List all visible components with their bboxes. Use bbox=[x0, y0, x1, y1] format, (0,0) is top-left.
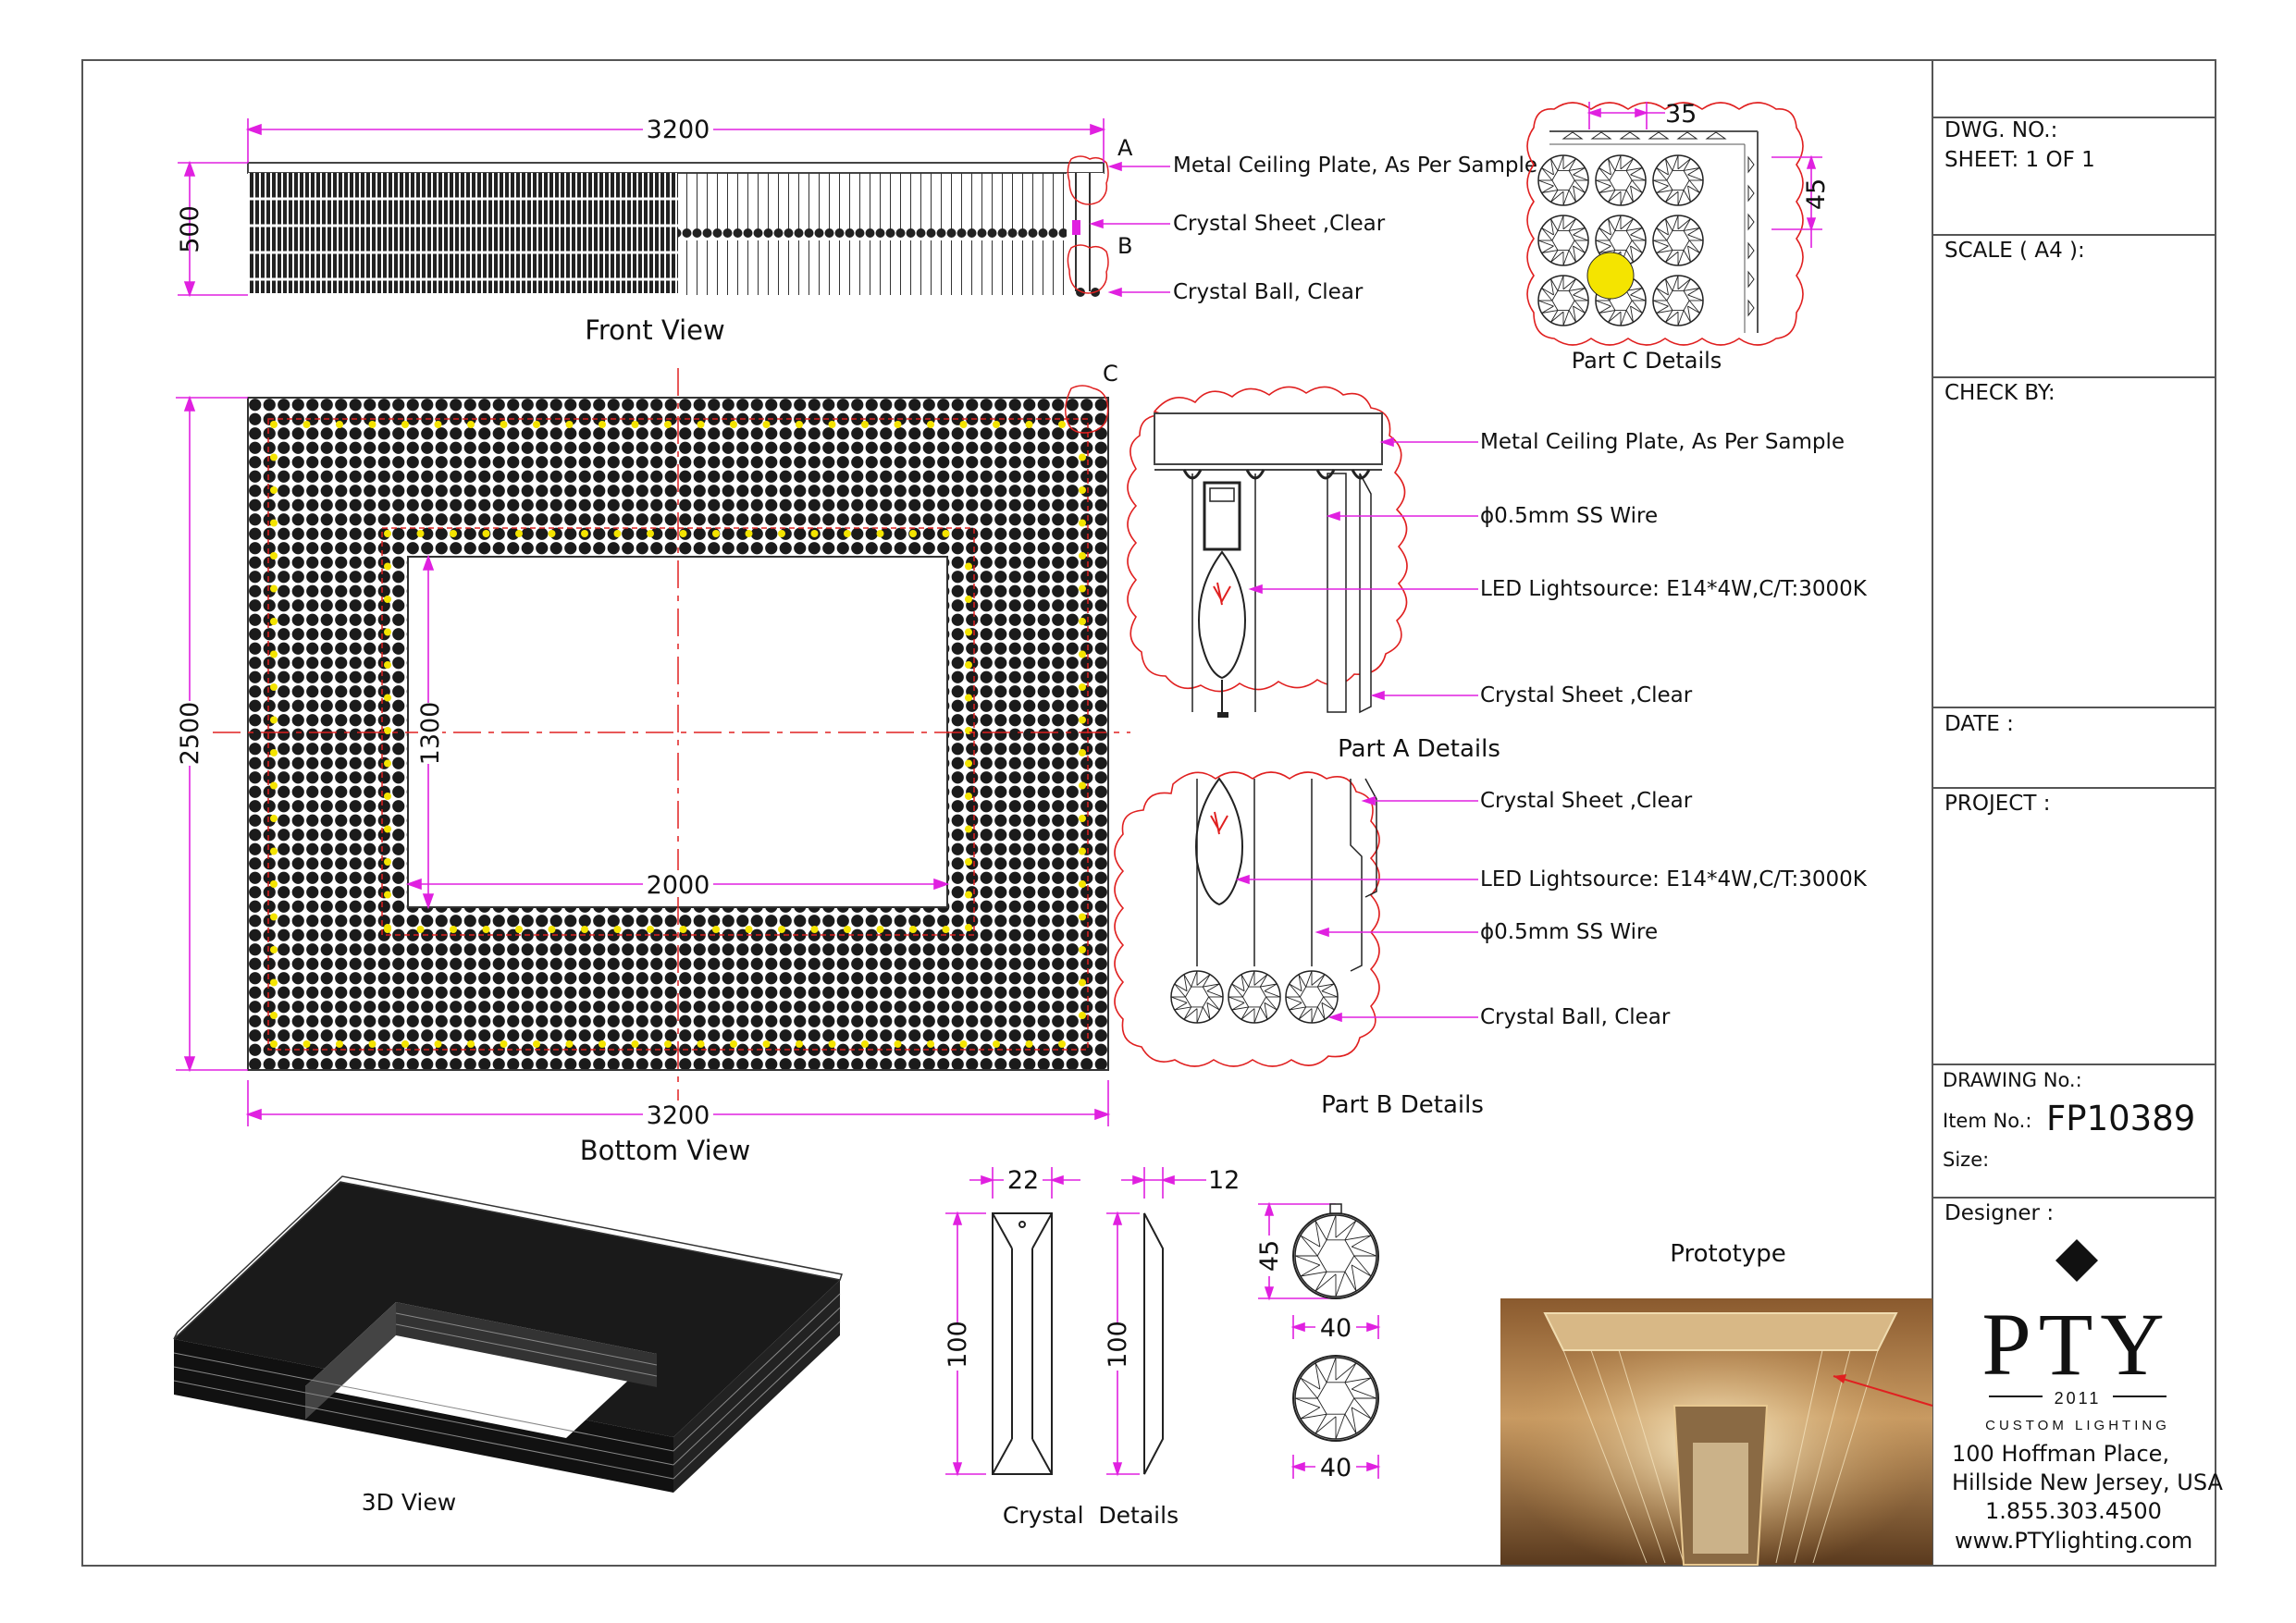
crystal-ball-side bbox=[1292, 1203, 1379, 1299]
part-b-title: Part B Details bbox=[1321, 1091, 1484, 1119]
crystal-ball-top bbox=[1292, 1355, 1379, 1442]
size-label: Size: bbox=[1943, 1149, 1990, 1171]
logo-year: 2011 bbox=[2055, 1389, 2102, 1408]
item-no-value: FP10389 bbox=[2046, 1099, 2196, 1138]
item-no-label: Item No.: bbox=[1943, 1110, 2032, 1132]
crystal-sheet-length-dim: 100 bbox=[944, 1321, 972, 1369]
three-d-view-title: 3D View bbox=[362, 1489, 456, 1516]
part-c-led bbox=[1586, 252, 1635, 300]
part-c-detail bbox=[1526, 102, 1804, 346]
part-b-label-ball: Crystal Ball, Clear bbox=[1480, 1005, 1671, 1029]
part-a-label-led: LED Lightsource: E14*4W,C/T:3000K bbox=[1480, 577, 1868, 601]
part-b-detail bbox=[1114, 771, 1380, 1067]
part-b-label-sheet: Crystal Sheet ,Clear bbox=[1480, 789, 1693, 813]
website-link[interactable]: www.PTYlighting.com bbox=[1955, 1528, 2193, 1554]
phone-number: 1.855.303.4500 bbox=[1985, 1498, 2162, 1524]
prototype-title: Prototype bbox=[1670, 1240, 1785, 1268]
part-c-height-dim: 45 bbox=[1802, 178, 1831, 210]
prototype-photo bbox=[1500, 1298, 1933, 1566]
crystal-side-length-dim: 100 bbox=[1104, 1321, 1132, 1369]
part-c-dimensions bbox=[1586, 102, 1822, 248]
front-view-title: Front View bbox=[585, 314, 724, 346]
date-label: DATE : bbox=[1944, 712, 2014, 736]
callout-c: C bbox=[1103, 361, 1118, 387]
front-label-ball: Crystal Ball, Clear bbox=[1173, 280, 1364, 304]
crystal-ball-width-dim-2: 40 bbox=[1320, 1454, 1352, 1482]
front-label-plate: Metal Ceiling Plate, As Per Sample bbox=[1173, 154, 1537, 178]
title-block-grid bbox=[1932, 117, 2216, 1199]
part-a-label-wire: ϕ0.5mm SS Wire bbox=[1480, 504, 1658, 528]
front-height-dim: 500 bbox=[176, 205, 204, 253]
bottom-inner-height-dim: 1300 bbox=[416, 702, 445, 766]
part-b-label-led: LED Lightsource: E14*4W,C/T:3000K bbox=[1480, 867, 1868, 891]
bottom-view-title: Bottom View bbox=[580, 1135, 750, 1166]
logo-text: PTY bbox=[1981, 1295, 2171, 1394]
part-c-title: Part C Details bbox=[1572, 348, 1722, 374]
crystal-dimensions bbox=[945, 1167, 1381, 1479]
part-a-detail bbox=[1127, 386, 1408, 718]
pty-logo: PTY 2011 CUSTOM LIGHTING bbox=[1981, 1239, 2171, 1433]
bottom-inner-width-dim: 2000 bbox=[647, 871, 710, 900]
address-line-2: Hillside New Jersey, USA bbox=[1952, 1469, 2223, 1495]
crystal-ball-width-dim-1: 40 bbox=[1320, 1314, 1352, 1343]
part-a-leaders bbox=[1248, 436, 1478, 701]
bottom-height-dim: 2500 bbox=[176, 702, 204, 766]
address-line-1: 100 Hoffman Place, bbox=[1952, 1441, 2170, 1467]
part-b-label-wire: ϕ0.5mm SS Wire bbox=[1480, 920, 1658, 944]
crystal-sheet-front bbox=[992, 1212, 1053, 1475]
dwg-no-label: DWG. NO.: bbox=[1944, 118, 2058, 142]
crystal-details-title: Crystal Details bbox=[1003, 1502, 1179, 1529]
part-c-balls bbox=[1537, 131, 1755, 326]
crystal-sheet-side bbox=[1143, 1212, 1164, 1475]
part-b-balls bbox=[1170, 970, 1339, 1024]
sheet-label: SHEET: 1 OF 1 bbox=[1944, 148, 2095, 172]
bottom-view bbox=[213, 368, 1130, 1100]
drawing-no-label: DRAWING No.: bbox=[1943, 1069, 2082, 1091]
bottom-width-dim: 3200 bbox=[647, 1101, 710, 1130]
crystal-ball-height-dim: 45 bbox=[1255, 1240, 1284, 1272]
part-c-pitch-dim: 35 bbox=[1665, 100, 1697, 129]
three-d-view bbox=[173, 1175, 843, 1493]
callout-b: B bbox=[1117, 233, 1132, 259]
logo-tagline: CUSTOM LIGHTING bbox=[1985, 1418, 2170, 1433]
crystal-side-thickness-dim: 12 bbox=[1208, 1166, 1240, 1195]
front-view bbox=[247, 155, 1109, 297]
led-markers bbox=[270, 421, 1086, 1048]
part-a-label-plate: Metal Ceiling Plate, As Per Sample bbox=[1480, 430, 1845, 454]
check-by-label: CHECK BY: bbox=[1944, 381, 2055, 405]
part-b-leaders bbox=[1235, 795, 1478, 1023]
scale-label: SCALE ( A4 ): bbox=[1944, 239, 2085, 263]
project-label: PROJECT : bbox=[1944, 792, 2051, 816]
outer-frame bbox=[81, 59, 2216, 1567]
part-a-label-sheet: Crystal Sheet ,Clear bbox=[1480, 683, 1693, 707]
front-width-dim: 3200 bbox=[647, 116, 710, 144]
crystal-sheet-width-dim: 22 bbox=[1007, 1166, 1039, 1195]
callout-a: A bbox=[1117, 135, 1133, 161]
designer-label: Designer : bbox=[1944, 1201, 2055, 1225]
part-a-title: Part A Details bbox=[1338, 735, 1500, 763]
front-label-sheet: Crystal Sheet ,Clear bbox=[1173, 212, 1386, 236]
